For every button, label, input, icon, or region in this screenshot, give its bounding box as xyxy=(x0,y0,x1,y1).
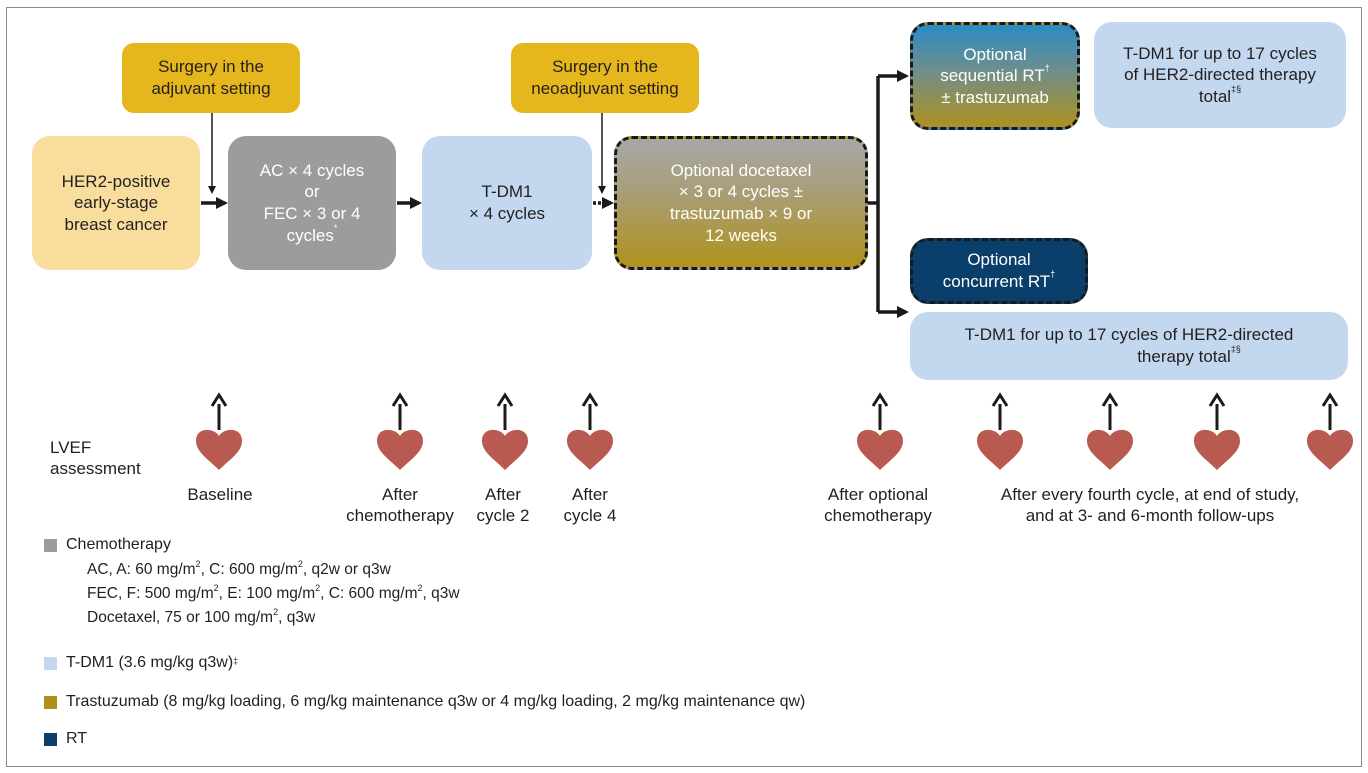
tdm1-4-cycles-box: T-DM1 × 4 cycles xyxy=(422,136,592,270)
surgery-neoadjuvant-box: Surgery in the neoadjuvant setting xyxy=(511,43,699,113)
optional-docetaxel-box: Optional docetaxel × 3 or 4 cycles ± tra… xyxy=(614,136,868,270)
heart-icon xyxy=(377,392,423,470)
ac-line: AC × 4 cycles xyxy=(259,160,365,180)
concurrent-line1: Optional xyxy=(967,250,1031,270)
chem-fec-text: , q3w xyxy=(422,585,460,602)
tdm1-lower-box: T-DM1 for up to 17 cycles of HER2-direct… xyxy=(910,312,1348,380)
sequential-line2: sequential RT† xyxy=(940,63,1050,87)
surgery-adjuvant-box: Surgery in the adjuvant setting xyxy=(122,43,300,113)
sup: 2 xyxy=(213,583,219,593)
chem-docetaxel-text: , q3w xyxy=(278,609,316,626)
or-line: or xyxy=(304,182,320,202)
footnote-asterisk: * xyxy=(333,222,338,233)
sup: 2 xyxy=(195,559,201,569)
timepoint-after-cycle-2: After cycle 2 xyxy=(476,485,530,526)
timepoint-every-fourth-cycle: After every fourth cycle, at end of stud… xyxy=(1000,485,1300,526)
legend-rt-label: RT xyxy=(66,730,88,747)
timepoint-after-optional-chemotherapy: After optional chemotherapy xyxy=(824,485,932,526)
fec-line: FEC × 3 or 4 xyxy=(263,204,361,223)
legend-chemotherapy-label: Chemotherapy xyxy=(66,536,171,553)
concurrent-rt-text: concurrent RT xyxy=(942,272,1051,291)
chemotherapy-ac-fec-box: AC × 4 cycles or FEC × 3 or 4 cycles* xyxy=(228,136,396,270)
heart-icon xyxy=(567,392,613,470)
heart-icon xyxy=(1087,392,1133,470)
optional-concurrent-rt-box: Optional concurrent RT† xyxy=(910,238,1088,304)
chem-ac-text: , C: 600 mg/m xyxy=(200,561,298,578)
tdm1-lower-line1: T-DM1 for up to 17 cycles of HER2-direct… xyxy=(964,325,1294,345)
chemotherapy-swatch xyxy=(44,538,57,552)
cycles-line: cycles* xyxy=(286,222,338,247)
sequential-line3: ± trastuzumab xyxy=(941,87,1049,107)
concurrent-line2: concurrent RT† xyxy=(942,269,1056,293)
timepoint-after-chemotherapy: After chemotherapy xyxy=(346,485,454,526)
optional-sequential-rt-box: Optional sequential RT† ± trastuzumab xyxy=(910,22,1080,130)
footnote-double-dagger-section: ‡§ xyxy=(1230,344,1241,354)
figure-frame xyxy=(6,7,1362,767)
tdm1-upper-line2: of HER2-directed therapy xyxy=(1124,65,1316,85)
tdm1-upper-line1: T-DM1 for up to 17 cycles xyxy=(1123,43,1317,63)
heart-icon xyxy=(857,392,903,470)
chem-ac-text: AC, A: 60 mg/m xyxy=(87,561,196,578)
tdm1-lower-total: therapy total xyxy=(1137,347,1231,366)
tdm1-upper-box: T-DM1 for up to 17 cycles of HER2-direct… xyxy=(1094,22,1346,128)
heart-icon xyxy=(977,392,1023,470)
tdm1-lower-line2: therapy total‡§ xyxy=(1017,344,1241,368)
footnote-dagger: † xyxy=(1044,63,1050,74)
trastuzumab-swatch xyxy=(44,695,57,709)
legend-tdm1-label: T-DM1 (3.6 mg/kg q3w) xyxy=(66,654,234,671)
heart-icon xyxy=(482,392,528,470)
chem-fec-text: , C: 600 mg/m xyxy=(320,585,418,602)
cycles-text: cycles xyxy=(286,225,334,245)
her2-positive-box: HER2-positive early-stage breast cancer xyxy=(32,136,200,270)
footnote-dagger: † xyxy=(1050,269,1056,279)
timepoint-baseline: Baseline xyxy=(187,485,253,504)
tdm1-upper-line3: total‡§ xyxy=(1198,83,1242,108)
legend-rt: RT xyxy=(44,730,87,748)
chem-fec-text: , E: 100 mg/m xyxy=(218,585,316,602)
footnote-double-dagger: ‡ xyxy=(233,656,239,666)
sequential-rt-text: sequential RT xyxy=(940,66,1045,86)
tdm1-upper-total: total xyxy=(1198,86,1232,106)
timepoint-after-cycle-4: After cycle 4 xyxy=(563,485,617,526)
sequential-line1: Optional xyxy=(963,44,1027,64)
tdm1-swatch xyxy=(44,656,57,670)
rt-swatch xyxy=(44,732,57,746)
footnote-double-dagger-section: ‡§ xyxy=(1231,83,1242,94)
chem-line-docetaxel: Docetaxel, 75 or 100 mg/m2, q3w xyxy=(87,607,316,627)
heart-icon xyxy=(1194,392,1240,470)
chem-line-fec: FEC, F: 500 mg/m2, E: 100 mg/m2, C: 600 … xyxy=(87,583,460,603)
legend-tdm1: T-DM1 (3.6 mg/kg q3w)‡ xyxy=(44,654,238,672)
legend-trastuzumab: Trastuzumab (8 mg/kg loading, 6 mg/kg ma… xyxy=(44,693,805,711)
chem-fec-text: FEC, F: 500 mg/m xyxy=(87,585,214,602)
lvef-label: LVEF assessment xyxy=(50,438,141,479)
heart-icon xyxy=(1307,392,1353,470)
chem-ac-text: , q2w or q3w xyxy=(302,561,391,578)
chem-line-ac: AC, A: 60 mg/m2, C: 600 mg/m2, q2w or q3… xyxy=(87,559,391,579)
heart-icon xyxy=(196,392,242,470)
sup: 2 xyxy=(315,583,321,593)
sup: 2 xyxy=(273,607,279,617)
sup: 2 xyxy=(417,583,423,593)
sup: 2 xyxy=(297,559,303,569)
legend-chemotherapy: Chemotherapy xyxy=(44,536,171,554)
legend-trastuzumab-label: Trastuzumab (8 mg/kg loading, 6 mg/kg ma… xyxy=(66,693,806,710)
chem-docetaxel-text: Docetaxel, 75 or 100 mg/m xyxy=(87,609,274,626)
